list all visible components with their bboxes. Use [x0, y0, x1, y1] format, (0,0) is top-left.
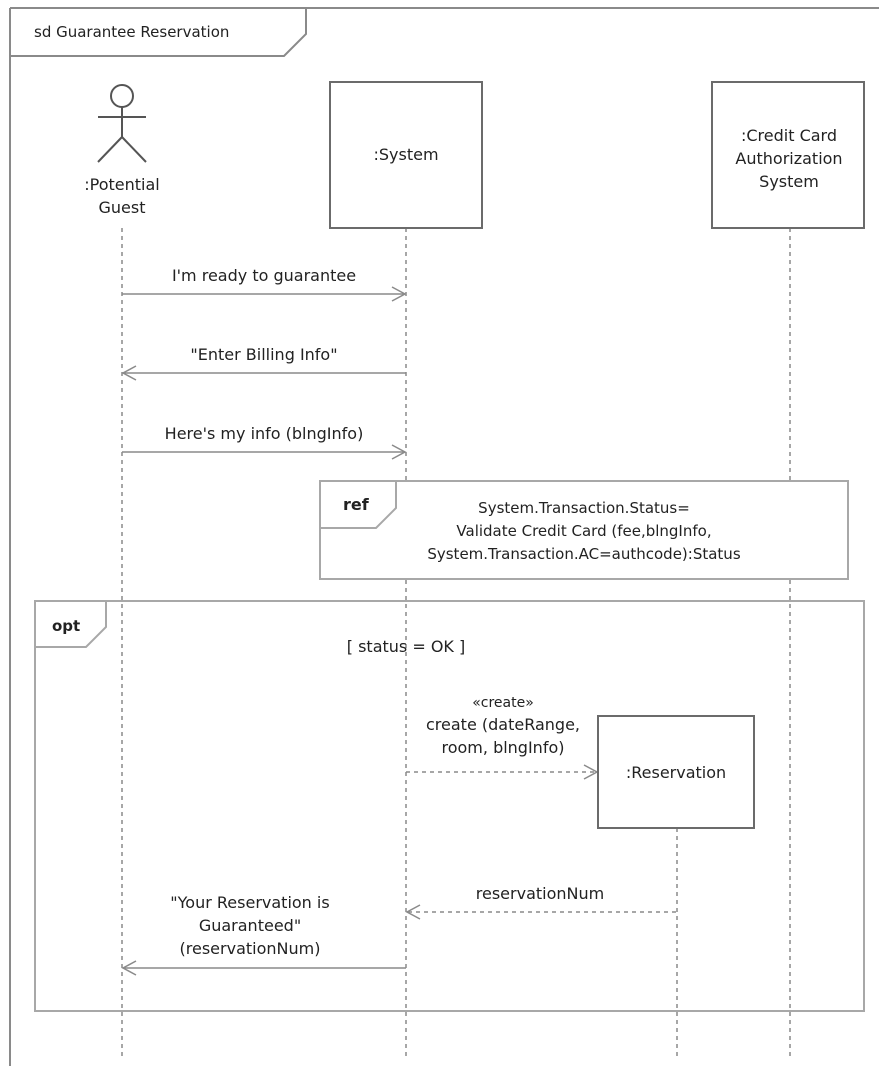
ref-line1: System.Transaction.Status= [478, 499, 690, 517]
open-arrowhead-icon [405, 904, 421, 920]
guest-label-line1: :Potential [84, 175, 159, 194]
credit-label-line2: Authorization [735, 149, 842, 168]
guaranteed-line2: Guaranteed" [199, 916, 301, 935]
create-stereotype: «create» [472, 695, 534, 711]
message-reservation-num: reservationNum [405, 884, 677, 920]
opt-guard: [ status = OK ] [347, 637, 465, 656]
open-arrowhead-icon [121, 365, 137, 381]
credit-label-line1: :Credit Card [741, 126, 837, 145]
system-label: :System [373, 145, 438, 164]
message-enter-billing-info: "Enter Billing Info" [121, 345, 406, 381]
message-reservation-guaranteed: "Your Reservation is Guaranteed" (reserv… [121, 893, 406, 976]
message-heres-my-info: Here's my info (blngInfo) [122, 424, 407, 460]
reservation-label: :Reservation [626, 763, 726, 782]
ref-line3: System.Transaction.AC=authcode):Status [427, 545, 740, 563]
ref-line2: Validate Credit Card (fee,blngInfo, [456, 522, 711, 540]
create-label-line2: room, blngInfo) [442, 738, 565, 757]
create-label-line1: create (dateRange, [426, 715, 580, 734]
guaranteed-line3: (reservationNum) [180, 939, 321, 958]
reply-label: reservationNum [476, 884, 604, 903]
guaranteed-line1: "Your Reservation is [170, 893, 329, 912]
credit-card-lifeline-head: :Credit Card Authorization System [711, 81, 865, 229]
opt-keyword: opt [52, 617, 80, 635]
ref-fragment: ref System.Transaction.Status= Validate … [319, 480, 849, 580]
reservation-lifeline-head: :Reservation [597, 715, 755, 829]
message-create-reservation: «create» create (dateRange, room, blngIn… [406, 695, 599, 780]
credit-label-line3: System [759, 172, 819, 191]
open-arrowhead-icon [121, 960, 137, 976]
ref-keyword: ref [343, 495, 370, 514]
lifelines [121, 228, 791, 1056]
message-label: "Enter Billing Info" [190, 345, 337, 364]
guest-label-line2: Guest [99, 198, 146, 217]
actor-potential-guest: :Potential Guest [84, 84, 160, 217]
diagram-frame: sd Guarantee Reservation [9, 7, 879, 1066]
stick-figure-icon [97, 84, 147, 163]
message-label: Here's my info (blngInfo) [165, 424, 364, 443]
message-label: I'm ready to guarantee [172, 266, 356, 285]
open-arrowhead-icon [391, 444, 407, 460]
system-lifeline-head: :System [329, 81, 483, 229]
opt-fragment: opt [ status = OK ] [34, 600, 865, 1012]
open-arrowhead-icon [391, 286, 407, 302]
frame-label: sd Guarantee Reservation [34, 23, 229, 41]
message-ready-to-guarantee: I'm ready to guarantee [122, 266, 407, 302]
